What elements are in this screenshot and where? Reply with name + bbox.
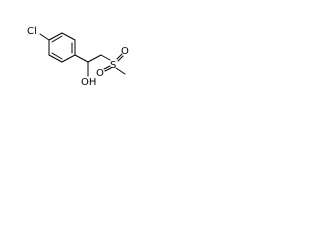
sulfur-to-oxygen-a-bond <box>103 65 111 70</box>
ring-bond-2 <box>61 32 76 41</box>
hydroxyl-label: OH <box>81 77 96 88</box>
benzene-ring <box>48 32 76 63</box>
sulfur-to-oxygen-b-bond <box>116 53 123 60</box>
ring-bond-4 <box>61 54 76 63</box>
ring-to-carbinol-bond <box>74 54 89 63</box>
molecule-structure: Cl OH S O O <box>27 26 129 88</box>
ring-double-bond-1 <box>51 35 63 43</box>
oxygen-b-label: O <box>121 46 129 57</box>
chlorine-bond <box>39 33 50 41</box>
ring-bond-5 <box>48 54 63 63</box>
sulfur-to-oxygen-b-bond-2 <box>117 55 124 62</box>
ch2-to-sulfur-bond <box>100 54 111 61</box>
chlorine-label: Cl <box>27 26 37 37</box>
oxygen-a-label: O <box>96 68 104 79</box>
ring-bond-1 <box>48 32 63 41</box>
carbinol-to-ch2-bond <box>87 54 102 63</box>
sulfur-label: S <box>110 60 116 71</box>
sulfur-to-methyl-bond <box>115 67 126 75</box>
sulfur-to-oxygen-a-bond-2 <box>104 67 112 72</box>
ring-double-bond-3 <box>51 52 63 60</box>
